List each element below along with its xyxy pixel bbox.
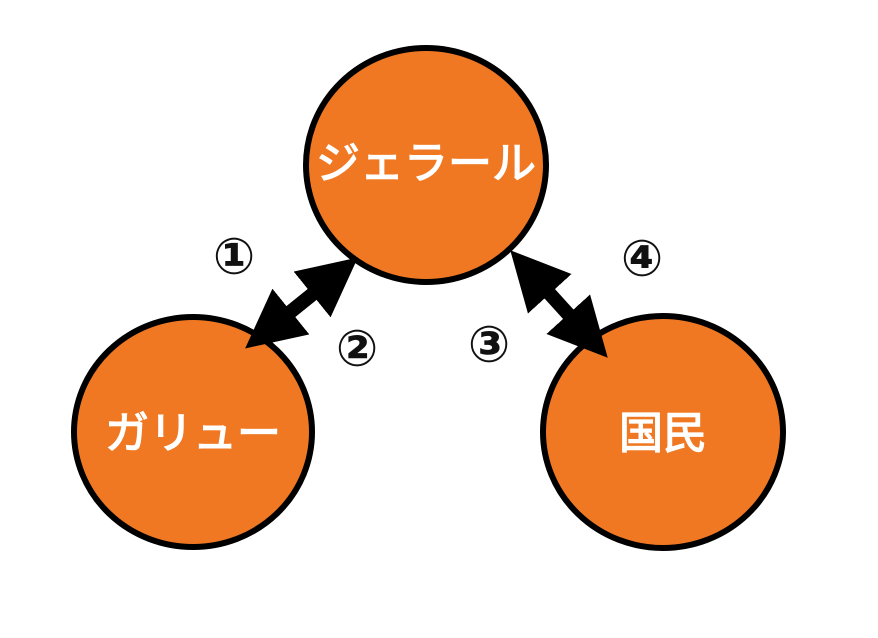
arrow-left-top [245,257,358,349]
node-left-label: ガリュー [105,408,281,459]
node-right: 国民 [540,313,786,551]
node-right-label: 国民 [619,408,707,459]
node-top-label: ジェラール [316,138,536,189]
node-right-circle [540,313,786,551]
node-top-circle [303,45,549,285]
arrow-top-right [510,250,608,358]
step-label-4: ④ [621,230,663,288]
step-label-2: ② [336,320,378,378]
node-left: ガリュー [71,314,315,550]
step-label-1: ① [213,228,255,286]
step-label-3: ③ [468,316,510,374]
node-left-circle [71,314,315,550]
node-top: ジェラール [303,45,549,285]
